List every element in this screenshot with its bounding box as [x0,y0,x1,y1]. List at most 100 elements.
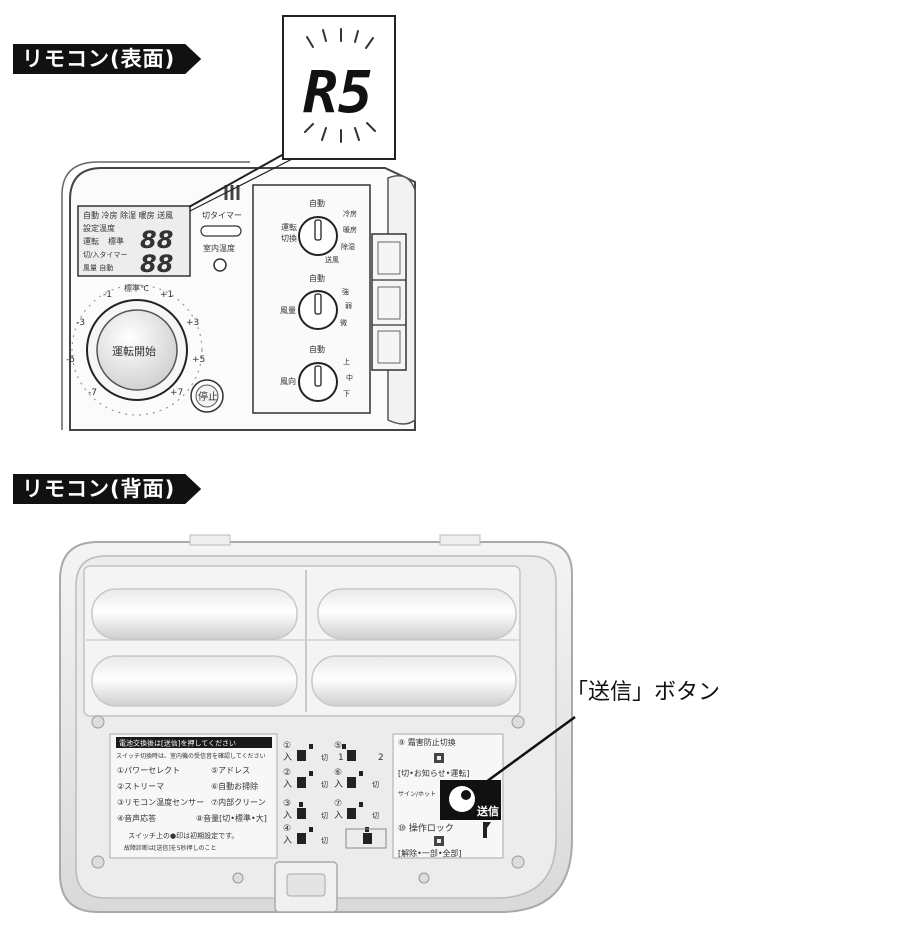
switch-9-label: ⑨ 霜害防止切換 [398,737,456,747]
switch-1-num: ① [283,741,291,751]
switch-7-num: ⑦ [334,799,342,809]
transmit-callout-label: 「送信」ボタン [566,680,721,705]
battery-2 [317,588,517,640]
dial-tick-minus7: -7 [88,388,97,398]
function-7: ⑦内部クリーン [211,797,266,807]
switch-9-options: [切•お知らせ•運転] [398,768,470,778]
switch-6[interactable] [347,777,356,788]
notice-subtitle: スイッチ切換時は、室内機の受信音を確認してください [116,752,266,760]
switch-10-label: ⑩ 操作ロック [398,822,454,834]
lock-icon [483,822,491,838]
dial-tick-plus5: +5 [192,355,205,365]
switch-3[interactable] [297,808,306,819]
room-temp-label: 室内温度 [203,243,235,253]
transmit-label: 送信 [476,804,499,818]
note-default-marks: スイッチ上の●印は初期設定です。 [128,831,238,840]
lcd-row-standard: 標準 [108,236,124,246]
switch-5-num: ⑤ [334,741,342,751]
knob-direction-opt-mid: 中 [346,373,353,382]
lcd-digits-timer: 88 [140,250,173,278]
switch-6-num: ⑥ [334,768,342,778]
dial-tick-plus7: +7 [170,388,183,398]
battery-4 [311,655,517,707]
switch-5-off: 2 [378,753,384,763]
lcd-zoom-display: R5 [303,58,373,126]
switch-3-on: 入 [283,810,292,821]
knob-mode-opt-fan: 送風 [325,255,339,264]
dial-top-label: 標準℃ [124,283,149,293]
switch-7-off: 切 [372,812,379,820]
switch-2-on: 入 [283,779,292,790]
switch-7[interactable] [347,808,356,819]
remote-back: 電池交換後は[送信]を押してください スイッチ切換時は、室内機の受信音を確認して… [59,534,573,913]
switch-1[interactable] [297,750,306,761]
knob-direction-opt-down: 下 [343,390,350,398]
switch-4-num: ④ [283,824,291,834]
switch-5[interactable] [347,750,356,761]
switch-3-num: ③ [283,799,291,809]
battery-1 [91,588,298,640]
lcd-screen [77,205,191,277]
dip-switch-grid: ① 入 切 ⑤ 1 2 ② 入 切 ⑥ 入 切 ③ 入 [283,741,387,849]
notice-title: 電池交換後は[送信]を押してください [119,739,236,748]
transmit-callout-line [474,715,576,792]
timer-button-label: 切タイマー [202,211,242,220]
switch-1-off: 切 [321,754,328,762]
knob-fan-label: 風量 [280,306,296,315]
switch-2-num: ② [283,768,291,778]
room-temp-button[interactable] [213,258,227,272]
battery-3 [91,655,298,707]
lcd-row-set-temp: 設定温度 [83,223,115,233]
switch-3-off: 切 [321,812,328,820]
switch-10-options: [解除•一部•全部] [398,848,462,858]
lcd-zoom-callout: R5 [188,15,396,212]
function-6: ⑥自動お掃除 [211,781,258,791]
switch-8[interactable] [363,833,372,844]
switch-2[interactable] [297,777,306,788]
switch-6-on: 入 [334,779,343,790]
function-1: ①パワーセレクト [117,766,180,775]
knob-direction-opt-up: 上 [343,357,350,366]
dial-tick-plus3: +3 [186,318,199,328]
lcd-row-fan: 風量 自動 [83,263,113,272]
start-button-label: 運転開始 [112,344,156,358]
switch-8-slot [345,828,387,849]
knob-direction-top: 自動 [309,344,325,354]
knob-fan-opt-weak: 弱 [345,302,352,310]
function-5: ⑤アドレス [211,766,250,775]
transmit-button[interactable] [449,786,475,812]
lcd-row-run: 運転 [83,237,99,246]
dial-tick-minus3: -3 [76,318,85,328]
remote-front: 自動 冷房 除湿 暖房 送風 設定温度 運転 標準 切/入タイマー 風量 自動 … [61,161,416,431]
switch-6-off: 切 [372,781,379,789]
switch-2-off: 切 [321,781,328,789]
switch-4[interactable] [297,833,306,844]
knob-fan-opt-micro: 微 [340,318,347,327]
lcd-digits-temp: 88 [140,226,173,254]
knob-fan-top: 自動 [309,273,325,283]
knob-mode-opt-heat: 暖房 [343,225,357,234]
switch-4-on: 入 [283,835,292,846]
heading-remote-back: リモコン(背面) [13,474,201,504]
function-8: ⑧音量[切•標準•大] [196,813,267,823]
switch-4-off: 切 [321,837,328,845]
switch-1-on: 入 [283,752,292,763]
knob-mode-top: 自動 [309,198,325,208]
switch-5-on: 1 [338,753,344,763]
dial-scale [71,284,203,416]
lcd-row-timer: 切/入タイマー [83,250,127,259]
function-2: ②ストリーマ [117,782,164,791]
knob-fan-opt-strong: 強 [342,288,349,296]
function-4: ④音声応答 [117,813,156,823]
transmit-small-label: サイン/ホット [398,791,436,798]
timer-button[interactable] [200,225,242,237]
stop-button-label: 停止 [198,390,218,403]
switch-7-on: 入 [334,810,343,821]
knob-mode-opt-dry: 除湿 [341,242,355,251]
dial-tick-minus5: -5 [66,355,75,365]
knob-mode-label: 運転切換 [281,223,297,243]
start-button[interactable] [96,309,178,391]
note-diagnosis: 故障診断は[送信]を5秒押しのこと [124,844,217,852]
heading-remote-front: リモコン(表面) [13,44,201,74]
